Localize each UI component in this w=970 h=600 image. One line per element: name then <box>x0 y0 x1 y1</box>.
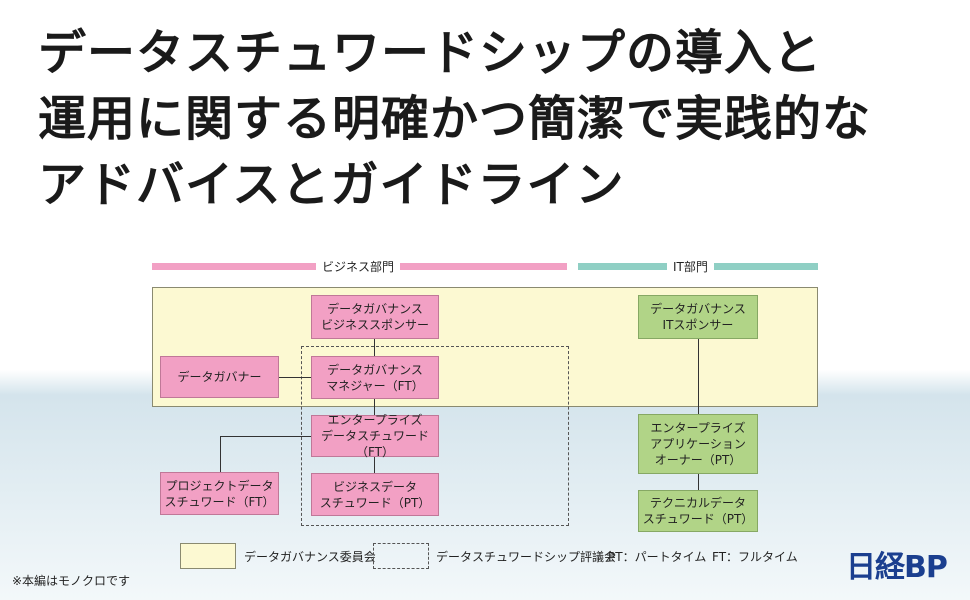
nikkei-bp-logo: 日経BP <box>846 550 948 585</box>
legend-ft-label: FT：フルタイム <box>712 550 798 564</box>
connector-governor-manager <box>279 377 312 378</box>
node-technical-steward: テクニカルデータ スチュワード（PT） <box>638 490 758 532</box>
business-dept-label: ビジネス部門 <box>316 258 401 276</box>
connector-app-owner-technical <box>698 474 699 490</box>
node-dg-business-sponsor: データガバナンス ビジネススポンサー <box>311 295 439 339</box>
connector-sponsor-manager <box>374 339 375 357</box>
node-data-governor: データガバナー <box>160 356 279 398</box>
title-line-1: データスチュワードシップの導入と <box>38 25 823 81</box>
node-enterprise-app-owner: エンタープライズ アプリケーション オーナー（PT） <box>638 414 758 474</box>
node-dg-it-sponsor: データガバナンス ITスポンサー <box>638 295 758 339</box>
connector-it-sponsor-app-owner <box>698 339 699 414</box>
title-line-2: 運用に関する明確かつ簡潔で実践的な <box>38 91 872 147</box>
title-line-3: アドバイスとガイドライン <box>38 157 625 213</box>
legend-committee-label: データガバナンス委員会 <box>244 550 376 564</box>
node-dg-manager: データガバナンス マネジャー（FT） <box>311 356 439 399</box>
connector-enterprise-project-v <box>220 436 221 472</box>
legend-pt-label: PT：パートタイム <box>608 550 707 564</box>
connector-enterprise-business <box>374 457 375 473</box>
node-enterprise-steward: エンタープライズ データスチュワード（FT） <box>311 413 439 459</box>
monochrome-note: ※本編はモノクロです <box>12 574 131 588</box>
connector-enterprise-project-h <box>220 436 312 437</box>
page-title: データスチュワードシップの導入と 運用に関する明確かつ簡潔で実践的な アドバイス… <box>38 20 938 218</box>
node-business-steward: ビジネスデータ スチュワード（PT） <box>311 473 439 516</box>
legend-council-label: データスチュワードシップ評議会 <box>436 550 617 564</box>
legend-council-swatch <box>373 543 429 569</box>
it-dept-label: IT部門 <box>667 258 714 276</box>
legend-committee-swatch <box>180 543 236 569</box>
connector-manager-enterprise <box>374 399 375 415</box>
node-project-steward: プロジェクトデータ スチュワード（FT） <box>160 472 279 515</box>
